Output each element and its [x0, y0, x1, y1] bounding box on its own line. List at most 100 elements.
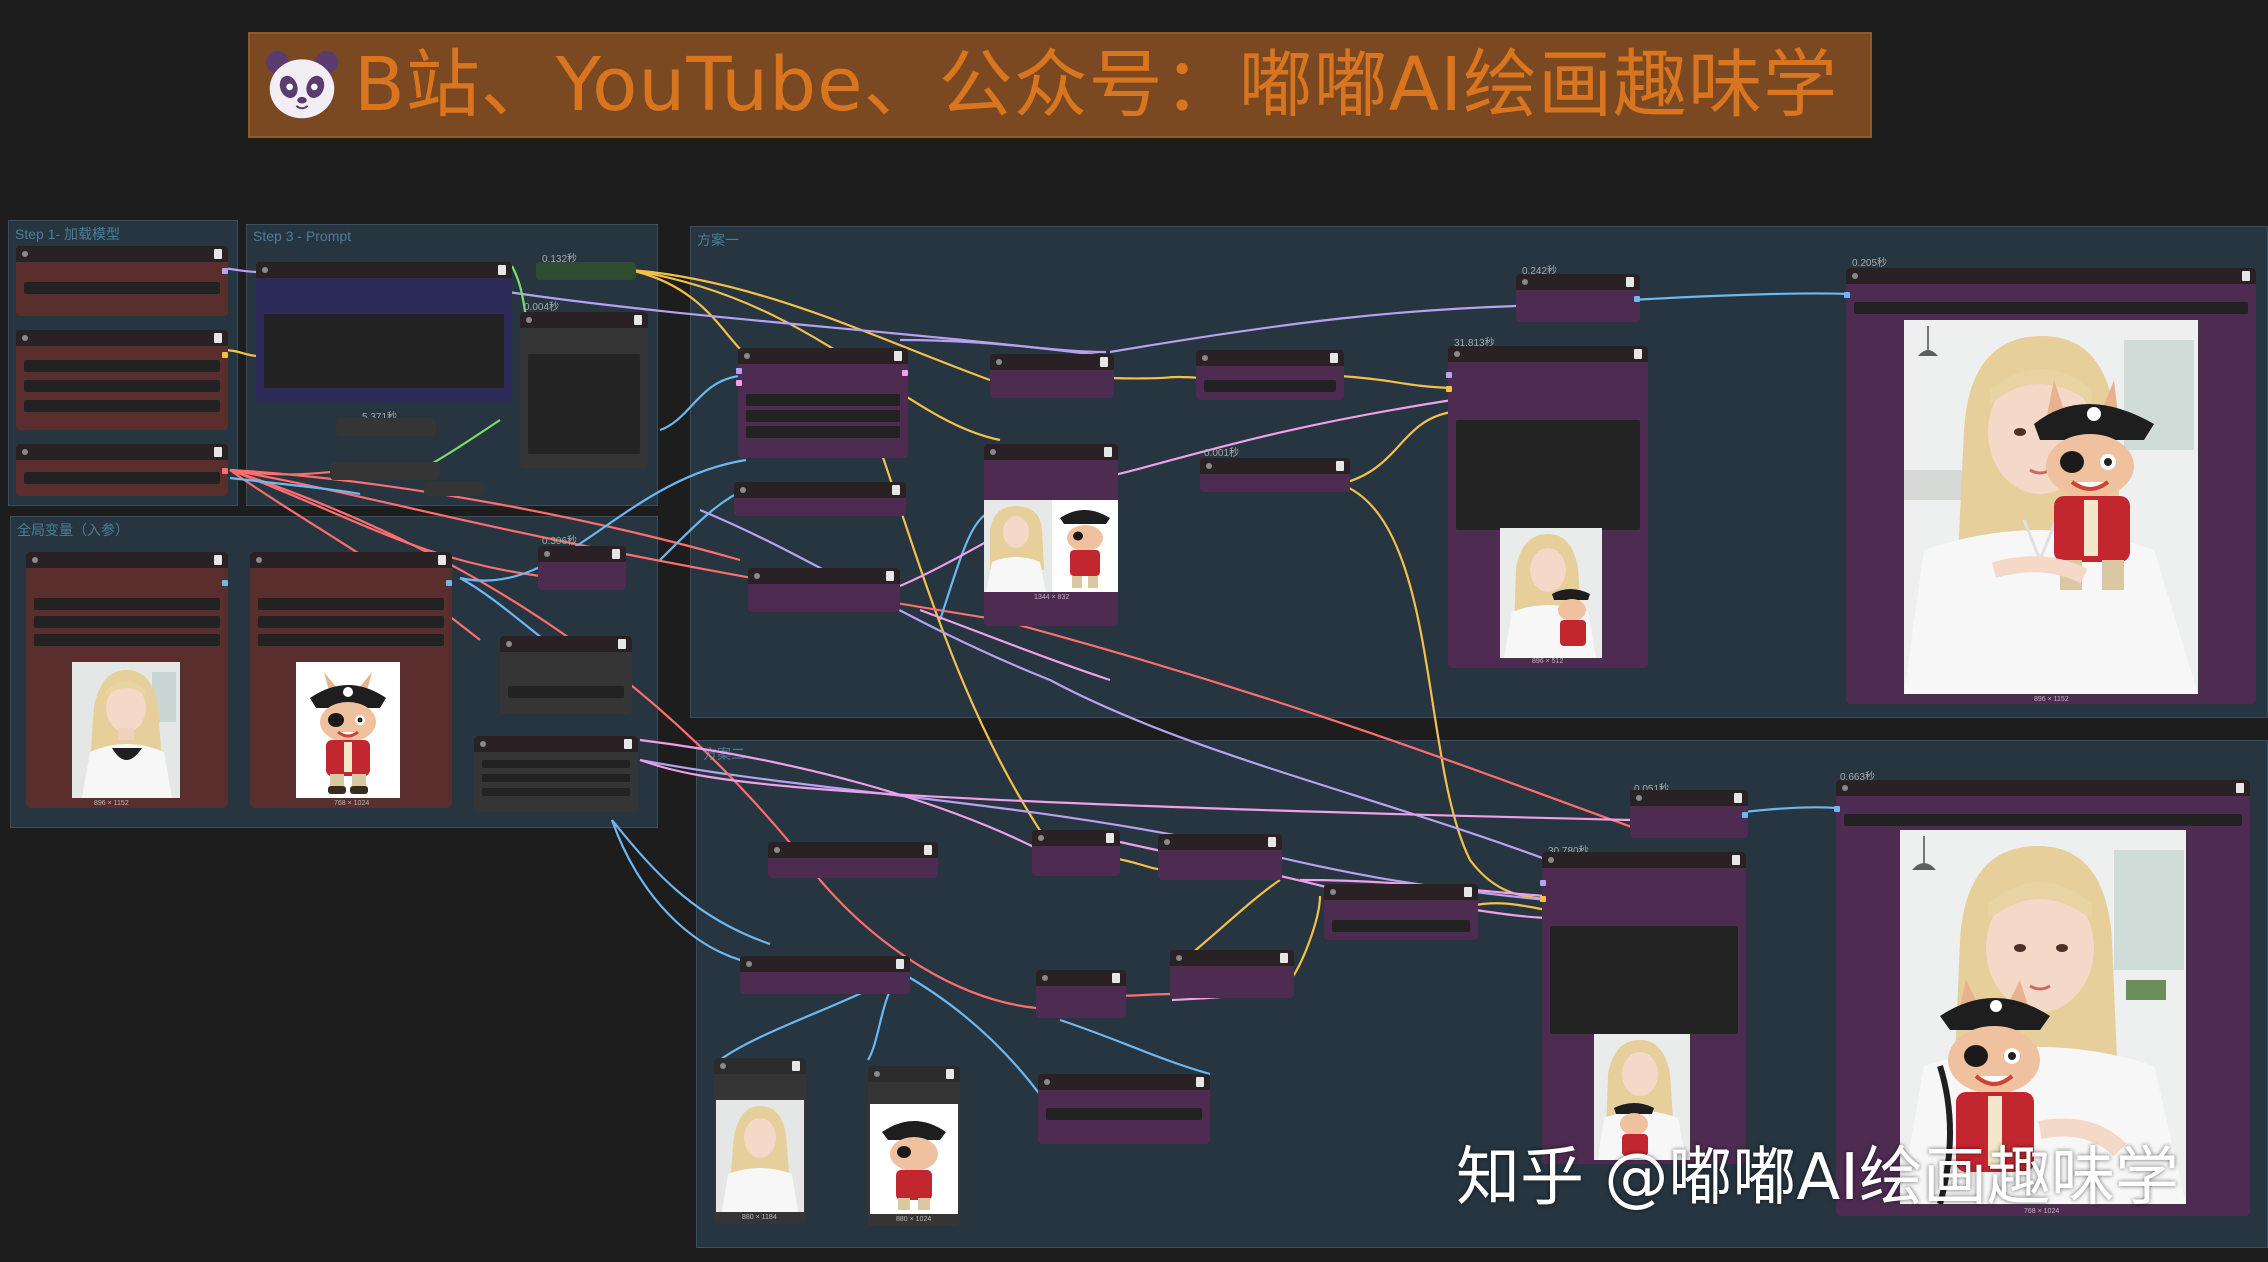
collapse-icon[interactable]: [256, 557, 262, 563]
document-icon[interactable]: [624, 739, 632, 749]
load-image-node-girl[interactable]: 896 × 1152: [26, 552, 228, 808]
document-icon[interactable]: [1112, 973, 1120, 983]
document-icon[interactable]: [1280, 953, 1288, 963]
clip-text-encode-node[interactable]: [536, 262, 636, 280]
collapse-icon[interactable]: [1454, 351, 1460, 357]
document-icon[interactable]: [1104, 447, 1112, 457]
document-icon[interactable]: [2236, 783, 2244, 793]
collapse-icon[interactable]: [1636, 795, 1642, 801]
image-scale-node-plan1[interactable]: [748, 568, 900, 612]
output-port[interactable]: [902, 370, 908, 376]
vae-decode-node-plan1[interactable]: [1196, 350, 1344, 400]
image-composite-node-plan1[interactable]: 1344 × 832: [984, 444, 1118, 626]
ksampler-node-plan1-a[interactable]: [738, 348, 908, 458]
mask-node-plan1[interactable]: [1200, 458, 1350, 492]
collapse-icon[interactable]: [22, 449, 28, 455]
document-icon[interactable]: [618, 639, 626, 649]
document-icon[interactable]: [1626, 277, 1634, 287]
image-resize-node[interactable]: [500, 636, 632, 714]
collapse-icon[interactable]: [1042, 975, 1048, 981]
document-icon[interactable]: [1268, 837, 1276, 847]
final-ksampler-node-plan2[interactable]: [1542, 852, 1746, 1164]
vae-decode-node-plan2[interactable]: [1170, 950, 1294, 998]
collapse-icon[interactable]: [1176, 955, 1182, 961]
collapse-icon[interactable]: [32, 557, 38, 563]
input-port[interactable]: [1540, 896, 1546, 902]
collapse-icon[interactable]: [506, 641, 512, 647]
collapse-icon[interactable]: [22, 251, 28, 257]
collapse-icon[interactable]: [874, 1071, 880, 1077]
load-image-node-plan2-pirate[interactable]: 880 × 1024: [868, 1066, 960, 1226]
reroute-node[interactable]: [336, 418, 436, 436]
collapse-icon[interactable]: [746, 961, 752, 967]
document-icon[interactable]: [2242, 271, 2250, 281]
collapse-icon[interactable]: [996, 359, 1002, 365]
conditioning-node[interactable]: [520, 312, 648, 468]
document-icon[interactable]: [1732, 855, 1740, 865]
input-port[interactable]: [1446, 372, 1452, 378]
save-image-node-plan1[interactable]: 896 × 1152: [1846, 268, 2256, 704]
document-icon[interactable]: [634, 315, 642, 325]
collapse-icon[interactable]: [480, 741, 486, 747]
collapse-icon[interactable]: [1522, 279, 1528, 285]
collapse-icon[interactable]: [22, 335, 28, 341]
collapse-icon[interactable]: [740, 487, 746, 493]
output-port[interactable]: [446, 580, 452, 586]
input-port[interactable]: [736, 380, 742, 386]
collapse-icon[interactable]: [1852, 273, 1858, 279]
collapse-icon[interactable]: [1038, 835, 1044, 841]
output-port[interactable]: [222, 468, 228, 474]
collapse-icon[interactable]: [1202, 355, 1208, 361]
load-image-node-plan2-girl[interactable]: 880 × 1184: [714, 1058, 806, 1224]
document-icon[interactable]: [1196, 1077, 1204, 1087]
collapse-icon[interactable]: [754, 573, 760, 579]
save-image-node-plan2[interactable]: 768 × 1024: [1836, 780, 2250, 1216]
load-image-node-pirate[interactable]: 768 × 1024: [250, 552, 452, 808]
document-icon[interactable]: [892, 485, 900, 495]
document-icon[interactable]: [1634, 349, 1642, 359]
reroute-node-2[interactable]: [330, 462, 440, 480]
collapse-icon[interactable]: [544, 551, 550, 557]
document-icon[interactable]: [1336, 461, 1344, 471]
input-port[interactable]: [1844, 292, 1850, 298]
collapse-icon[interactable]: [1164, 839, 1170, 845]
image-composite-node-plan2[interactable]: [1038, 1074, 1210, 1144]
input-port[interactable]: [736, 368, 742, 374]
document-icon[interactable]: [214, 333, 222, 343]
document-icon[interactable]: [792, 1061, 800, 1071]
checkpoint-loader-node[interactable]: [16, 246, 228, 316]
latent-node-plan2[interactable]: [1324, 884, 1478, 940]
document-icon[interactable]: [924, 845, 932, 855]
final-ksampler-node-plan1[interactable]: 896 × 512: [1448, 346, 1648, 668]
controlnet-node-plan1[interactable]: [734, 482, 906, 516]
output-port[interactable]: [222, 580, 228, 586]
ksampler-node-plan2-a[interactable]: [768, 842, 938, 878]
upscale-node-plan1[interactable]: [1516, 274, 1640, 322]
vae-loader-node[interactable]: [16, 444, 228, 496]
document-icon[interactable]: [894, 351, 902, 361]
document-icon[interactable]: [214, 555, 222, 565]
prep-image-node[interactable]: [474, 736, 638, 812]
apply-ipadapter-node[interactable]: [538, 546, 626, 590]
document-icon[interactable]: [214, 447, 222, 457]
input-port[interactable]: [1446, 386, 1452, 392]
document-icon[interactable]: [1330, 353, 1338, 363]
lora-loader-node[interactable]: [16, 330, 228, 430]
upscale-node-plan2[interactable]: [1630, 790, 1748, 838]
controlnet-node-plan2[interactable]: [1032, 830, 1120, 876]
output-port[interactable]: [1742, 812, 1748, 818]
output-port[interactable]: [222, 268, 228, 274]
collapse-icon[interactable]: [1842, 785, 1848, 791]
collapse-icon[interactable]: [744, 353, 750, 359]
output-port[interactable]: [1634, 296, 1640, 302]
image-scale-node-plan2[interactable]: [740, 956, 910, 994]
vae-encode-node-plan2[interactable]: [1158, 834, 1282, 880]
collapse-icon[interactable]: [1206, 463, 1212, 469]
document-icon[interactable]: [1734, 793, 1742, 803]
reroute-node-3[interactable]: [424, 482, 484, 496]
document-icon[interactable]: [886, 571, 894, 581]
prompt-text-node[interactable]: [256, 262, 512, 402]
document-icon[interactable]: [1106, 833, 1114, 843]
collapse-icon[interactable]: [720, 1063, 726, 1069]
